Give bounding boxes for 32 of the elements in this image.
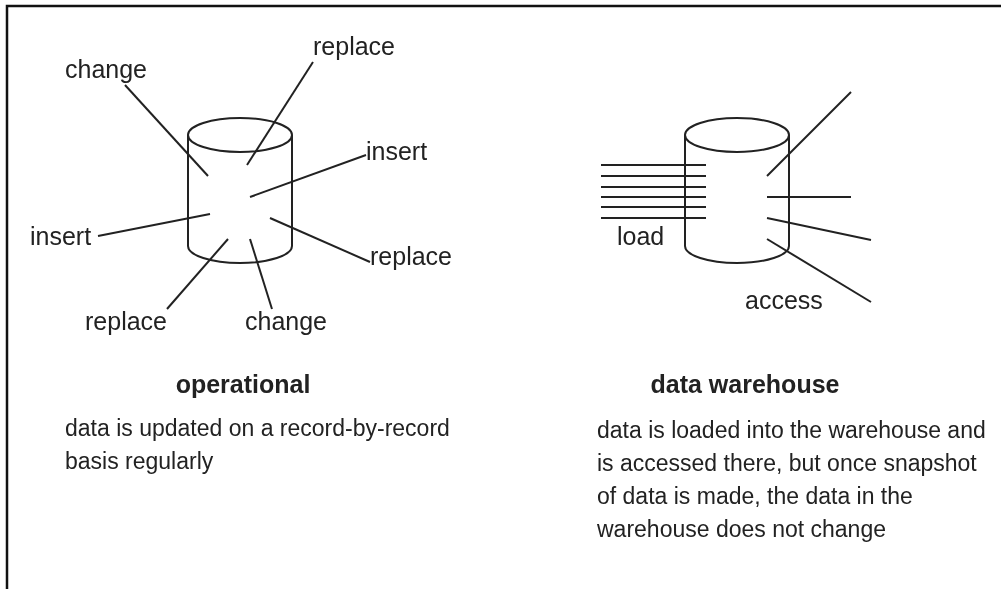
leader-line [766, 238, 872, 303]
leader-line [600, 206, 707, 208]
leader-line [766, 196, 852, 198]
leader-line [249, 238, 273, 310]
leader-line [124, 84, 209, 177]
leader-label: change [245, 309, 328, 334]
leader-line [166, 238, 229, 310]
leader-line [600, 175, 707, 177]
leader-line [766, 217, 872, 241]
section-label: access [745, 288, 823, 313]
description-text: data is updated on a record-by-record basis regularly [65, 414, 451, 476]
description-text: data is loaded into the warehouse and is accessed there, but once snapshot of data is made, the data in the warehouse does not change [597, 416, 987, 544]
database-cylinder [684, 117, 790, 264]
leader-label: change [65, 57, 148, 82]
leader-line [246, 61, 314, 166]
leader-label: insert [30, 224, 92, 249]
database-cylinder [187, 117, 293, 264]
leader-line [600, 186, 707, 188]
leader-line [600, 164, 707, 166]
leader-line [766, 91, 852, 177]
leader-line [97, 213, 211, 237]
leader-line [600, 196, 707, 198]
leader-label: replace [85, 309, 167, 334]
section-label: load [617, 224, 665, 249]
leader-line [269, 217, 371, 263]
section-heading: data warehouse [649, 369, 841, 400]
leader-line [249, 154, 367, 198]
leader-label: replace [313, 34, 395, 59]
section-heading: operational [174, 369, 312, 400]
leader-label: insert [366, 139, 428, 164]
leader-line [600, 217, 707, 219]
leader-label: replace [370, 244, 452, 269]
